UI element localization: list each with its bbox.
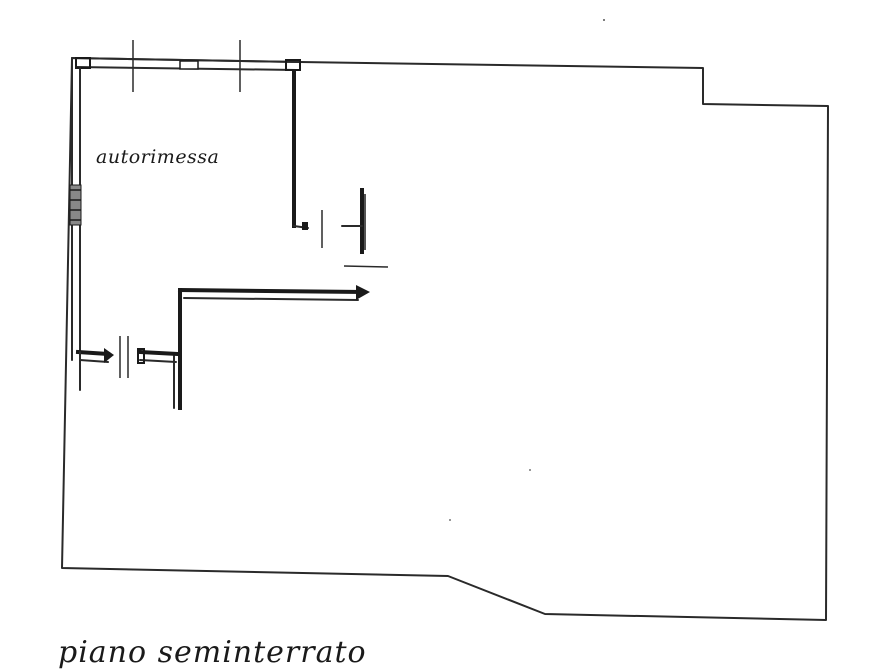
stub-cap-right <box>137 348 145 364</box>
window-top <box>179 60 199 70</box>
left-wall-opening <box>69 184 82 226</box>
wall-end-cap <box>302 222 308 230</box>
threshold-line <box>343 265 389 268</box>
floor-title: piano seminterrato <box>58 635 367 670</box>
garage-walls <box>69 40 389 410</box>
corner-post-left <box>75 57 91 69</box>
outer-perimeter <box>61 57 829 621</box>
room-label-garage: autorimessa <box>96 146 219 168</box>
wall-end-arrow <box>356 285 370 300</box>
scan-specks <box>449 19 605 521</box>
stub-arrow-left <box>104 348 114 363</box>
